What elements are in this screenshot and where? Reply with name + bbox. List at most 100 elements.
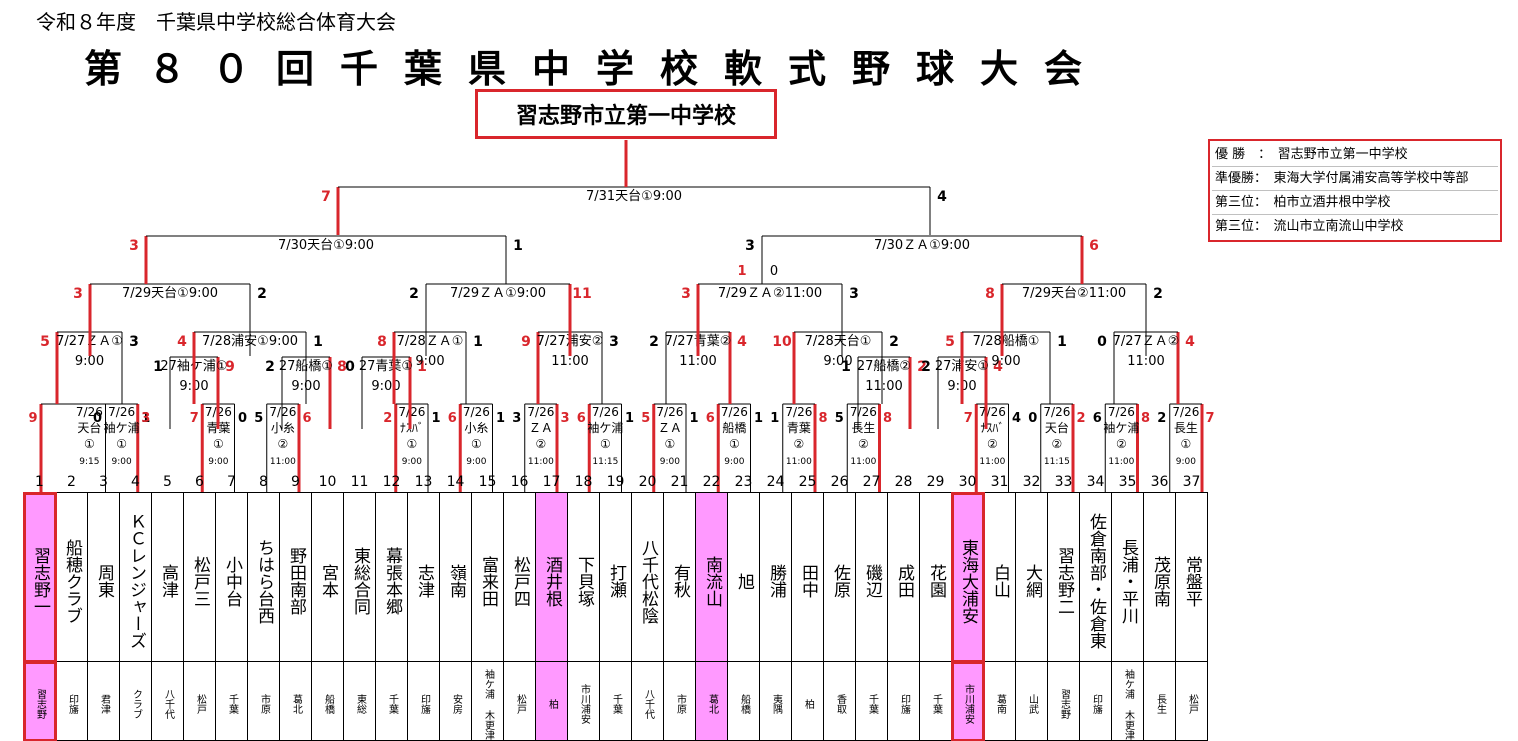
team-cell: 大網 xyxy=(1015,492,1048,662)
team-name: 船穂クラブ xyxy=(62,538,82,624)
match-label: 5 xyxy=(835,411,844,426)
match-label: 袖ケ浦 xyxy=(1103,420,1139,435)
match-label: 7/26 xyxy=(979,405,1006,419)
team-cell: 東総合同 xyxy=(343,492,376,662)
column-number: 21 xyxy=(670,474,689,490)
region-cell: 松戸 xyxy=(1175,661,1208,741)
match-label: 11:00 xyxy=(786,457,812,467)
region-cell: 松戸 xyxy=(183,661,216,741)
match-label: 4 xyxy=(1185,334,1195,350)
column-number: 34 xyxy=(1086,474,1105,490)
region-cell: 夷隅 xyxy=(759,661,792,741)
team-name: 習志野一 xyxy=(30,547,50,615)
team-cell: 常盤平 xyxy=(1175,492,1208,662)
column-number: 11 xyxy=(350,474,369,490)
region-name: 市原 xyxy=(258,694,270,714)
region-cell: 柏 xyxy=(791,661,824,741)
team-name: 佐倉南部・佐倉東 xyxy=(1086,513,1106,649)
region-cell: 千葉 xyxy=(215,661,248,741)
team-name: 宮本 xyxy=(318,564,338,598)
match-label: ② xyxy=(535,437,546,451)
team-cell: 松戸三 xyxy=(183,492,216,662)
region-cell: 市川浦安 xyxy=(567,661,600,741)
column-number: 31 xyxy=(990,474,1009,490)
team-cell: 長浦・平川 xyxy=(1111,492,1144,662)
match-label: 1 xyxy=(141,411,150,426)
match-label: 1 xyxy=(431,411,440,426)
region-name: 柏 xyxy=(546,699,558,709)
match-label: 1 xyxy=(689,411,698,426)
match-label: 6 xyxy=(302,411,311,426)
region-name: 松戸 xyxy=(1186,694,1198,714)
match-label: 9:00 xyxy=(415,354,444,369)
match-label: 7/26 xyxy=(592,405,619,419)
column-number: 32 xyxy=(1022,474,1041,490)
team-name: 高津 xyxy=(158,564,178,598)
match-label: 3 xyxy=(512,411,521,426)
match-label: 10 xyxy=(772,334,792,350)
team-name: 酒井根 xyxy=(542,555,562,607)
match-label: 8 xyxy=(818,411,827,426)
region-name: 葛北 xyxy=(706,694,718,714)
match-label: ② xyxy=(987,437,998,451)
region-cell: 東総 xyxy=(343,661,376,741)
team-name: 磯辺 xyxy=(862,564,882,598)
column-number: 27 xyxy=(862,474,881,490)
match-label: 船橋 xyxy=(722,421,746,435)
team-cell: 酒井根 xyxy=(535,492,568,662)
match-label: 7 xyxy=(1205,411,1214,426)
match-label: 2 xyxy=(383,411,392,426)
team-cell: 白山 xyxy=(983,492,1016,662)
region-name: 八千代 xyxy=(162,689,174,719)
region-name: 八千代 xyxy=(642,689,654,719)
team-cell: 田中 xyxy=(791,492,824,662)
match-label: 7 xyxy=(964,411,973,426)
match-label: 3 xyxy=(129,238,139,254)
match-label: 9 xyxy=(28,411,37,426)
tournament-title: 第８０回千葉県中学校軟式野球大会 xyxy=(84,47,1109,91)
team-name: 下貝塚 xyxy=(574,555,594,607)
match-label: 11:00 xyxy=(1127,354,1164,369)
region-name: 松戸 xyxy=(514,694,526,714)
column-number: 14 xyxy=(446,474,465,490)
region-name: 千葉 xyxy=(386,694,398,714)
column-number: 28 xyxy=(894,474,913,490)
match-label: 0 xyxy=(345,359,355,375)
team-name: 幕張本郷 xyxy=(382,547,402,615)
region-cell: 香取 xyxy=(823,661,856,741)
match-label: 2 xyxy=(649,334,659,350)
column-number: 8 xyxy=(259,474,268,490)
team-cell: 佐原 xyxy=(823,492,856,662)
column-number: 24 xyxy=(766,474,785,490)
match-label: ① xyxy=(406,437,417,451)
match-label: 9:00 xyxy=(724,457,744,467)
result-row: 優 勝 ： 習志野市立第一中学校 xyxy=(1212,143,1498,167)
column-number: 9 xyxy=(291,474,300,490)
match-label: 8 xyxy=(337,359,347,375)
region-name: 市原 xyxy=(674,694,686,714)
match-label: 7/29ＺＡ②11:00 xyxy=(718,286,822,301)
team-name: 勝浦 xyxy=(766,564,786,598)
match-label: 0 xyxy=(93,411,102,426)
team-cell: 周東 xyxy=(87,492,120,662)
match-label: 7/26 xyxy=(76,405,103,419)
match-label: 9:00 xyxy=(466,457,486,467)
team-name: 東海大浦安 xyxy=(958,538,978,624)
match-label: 1 xyxy=(770,411,779,426)
region-name: 印旛 xyxy=(418,694,430,714)
region-cell: 千葉 xyxy=(375,661,408,741)
team-cell: 習志野一 xyxy=(22,491,57,663)
match-label: ﾅｽﾊﾞ xyxy=(980,421,1004,435)
region-cell: 柏 xyxy=(535,661,568,741)
match-label: ② xyxy=(1051,437,1062,451)
match-label: 2 xyxy=(917,359,927,375)
region-name: 山武 xyxy=(1026,694,1038,714)
match-label: 8 xyxy=(1141,411,1150,426)
team-cell: ちはら台西 xyxy=(247,492,280,662)
match-label: 5 xyxy=(945,334,955,350)
match-label: 7/30天台①9:00 xyxy=(278,238,374,253)
region-cell: 長生 xyxy=(1143,661,1176,741)
match-label: 2 xyxy=(409,286,419,302)
match-label: ② xyxy=(858,437,869,451)
team-name: 田中 xyxy=(798,564,818,598)
